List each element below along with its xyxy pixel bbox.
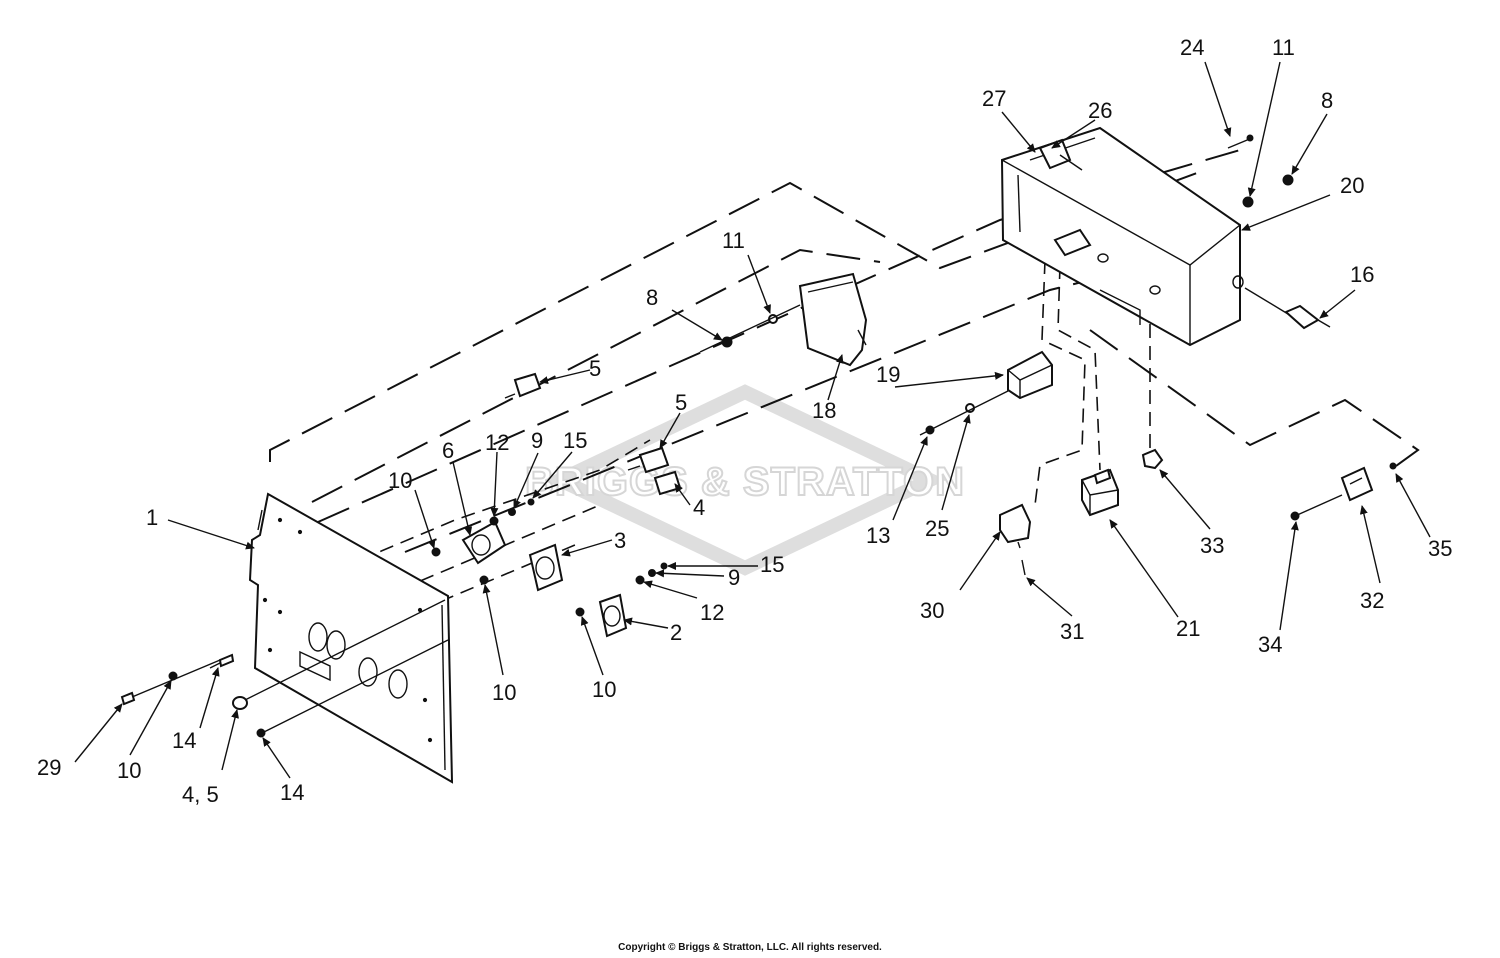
callout-27: 27 [982,86,1006,111]
callout-19: 19 [876,362,900,387]
hardware-dots [431,174,1397,617]
control-box-part-20 [1000,126,1244,347]
callout-32: 32 [1360,588,1384,613]
lower-right-parts [999,448,1374,576]
callout-9-upper: 9 [531,428,543,453]
callout-26: 26 [1088,98,1112,123]
callout-10-right: 10 [592,677,616,702]
callout-30: 30 [920,598,944,623]
callout-14-bottom: 14 [280,780,304,805]
callout-10-bottom: 10 [117,758,141,783]
callout-24: 24 [1180,35,1204,60]
control-panel-part-1 [248,492,454,784]
callout-35: 35 [1428,536,1452,561]
module-part-18 [798,272,868,367]
callout-8-middle: 8 [646,285,658,310]
callout-18: 18 [812,398,836,423]
callout-16: 16 [1350,262,1374,287]
callout-5-upper: 5 [589,356,601,381]
callout-14-left: 14 [172,728,196,753]
callout-1: 1 [146,505,158,530]
callout-25: 25 [925,516,949,541]
copyright-notice: Copyright © Briggs & Stratton, LLC. All … [618,942,882,953]
callout-6: 6 [442,438,454,463]
watermark-text: BRIGGS & STRATTON [525,460,965,504]
callout-5-middle: 5 [675,390,687,415]
callout-11-upper: 11 [1272,35,1295,60]
callout-4-5: 4, 5 [182,782,219,807]
callout-12-lower: 12 [700,600,724,625]
callout-8-upper: 8 [1321,88,1333,113]
receptacles [461,372,682,638]
callout-34: 34 [1258,632,1282,657]
module-part-19 [1007,350,1053,400]
leader-arrows [74,61,1431,779]
callout-33: 33 [1200,533,1224,558]
callout-3: 3 [614,528,626,553]
assembly-dash-lines [269,149,1420,611]
callout-4: 4 [693,495,705,520]
callout-labels: 1 5 10 6 12 9 15 5 4 3 15 9 12 2 10 10 2… [37,35,1452,807]
callout-9-lower: 9 [728,565,740,590]
callout-31: 31 [1060,619,1084,644]
front-hardware [120,599,449,738]
plug-part-16 [1244,287,1331,330]
callout-2: 2 [670,620,682,645]
callout-10-left: 10 [388,468,412,493]
callout-20: 20 [1340,173,1364,198]
callout-10-middle: 10 [492,680,516,705]
watermark-logo: BRIGGS & STRATTON [524,384,965,576]
callout-21: 21 [1176,616,1200,641]
callout-15-lower: 15 [760,552,784,577]
callout-29: 29 [37,755,61,780]
screw-part-24 [1227,134,1254,149]
callout-11-middle: 11 [722,228,745,253]
callout-13: 13 [866,523,890,548]
callout-15-upper: 15 [563,428,587,453]
callout-12-upper: 12 [485,430,509,455]
